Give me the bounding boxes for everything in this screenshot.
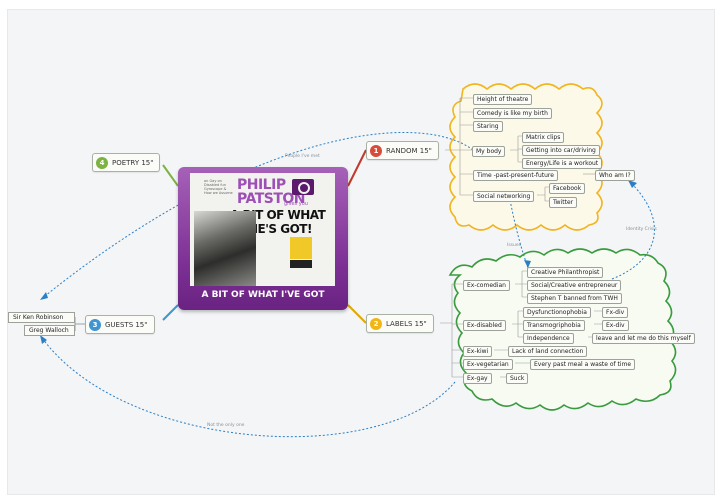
- labels-item-fx-div[interactable]: Fx-div: [602, 307, 629, 318]
- priority-4-icon: 4: [96, 156, 108, 169]
- labels-item-ex-comedian[interactable]: Ex-comedian: [463, 280, 510, 291]
- guest-item[interactable]: Sir Ken Robinson: [8, 312, 75, 323]
- labels-item-creative[interactable]: Creative Philanthropist: [527, 267, 604, 278]
- topic-poetry[interactable]: 4 POETRY 15": [92, 153, 161, 172]
- random-item-my-body[interactable]: My body: [472, 146, 506, 157]
- relationship-label-issues[interactable]: Issues: [507, 243, 521, 248]
- cover-photo: [194, 211, 256, 286]
- central-title: A BIT OF WHAT I'VE GOT: [201, 290, 325, 300]
- relationship-label-identity[interactable]: Identity Crisis: [626, 227, 657, 232]
- cover-name-line1: PHILIP: [237, 177, 286, 193]
- topic-labels[interactable]: 2 LABELS 15": [366, 314, 434, 333]
- labels-item-every[interactable]: Every past meal a waste of time: [530, 359, 636, 370]
- camera-icon: [292, 179, 314, 195]
- random-item-getting[interactable]: Getting into car/driving: [522, 145, 600, 156]
- labels-item-ex-veg[interactable]: Ex-vegetarian: [463, 359, 513, 370]
- cover-sticker-bar: [290, 260, 312, 268]
- priority-1-icon: 1: [370, 144, 382, 157]
- random-item-who[interactable]: Who am I?: [595, 170, 635, 181]
- priority-3-icon: 3: [89, 318, 101, 331]
- labels-item-leave[interactable]: leave and let me do this myself: [592, 333, 695, 344]
- central-topic[interactable]: on Gay on Disabled fun Gyroscope & How w…: [178, 167, 348, 310]
- random-item-staring[interactable]: Staring: [473, 121, 503, 132]
- relationship-label-not-only[interactable]: Not the only one: [207, 423, 245, 428]
- random-item-social[interactable]: Social networking: [473, 191, 535, 202]
- labels-item-suck[interactable]: Suck: [506, 373, 529, 384]
- labels-item-ex-gay[interactable]: Ex-gay: [463, 373, 492, 384]
- book-cover-image: on Gay on Disabled fun Gyroscope & How w…: [190, 173, 335, 286]
- random-boundary: [449, 83, 603, 231]
- labels-item-ex-div[interactable]: Ex-div: [602, 320, 629, 331]
- cover-gives: gives you: [284, 201, 308, 207]
- cover-big-line2: HE'S GOT!: [248, 222, 312, 236]
- random-item-comedy[interactable]: Comedy is like my birth: [473, 108, 552, 119]
- priority-2-icon: 2: [370, 317, 382, 330]
- labels-item-dysfunc[interactable]: Dysfunctionophobia: [523, 307, 591, 318]
- topic-guests-label: GUESTS 15": [105, 320, 148, 329]
- labels-item-ex-disabled[interactable]: Ex-disabled: [463, 320, 506, 331]
- random-item-facebook[interactable]: Facebook: [549, 183, 586, 194]
- labels-item-lack[interactable]: Lack of land connection: [508, 346, 588, 357]
- random-item-time[interactable]: Time -past-present-future: [473, 170, 558, 181]
- relationship-label-people[interactable]: People I've met: [285, 154, 320, 159]
- labels-item-stephen[interactable]: Stephen T banned from TWH: [527, 293, 622, 304]
- cover-tagline: on Gay on Disabled fun Gyroscope & How w…: [204, 179, 233, 195]
- topic-guests[interactable]: 3 GUESTS 15": [85, 315, 155, 334]
- labels-item-ex-kiwi[interactable]: Ex-kiwi: [463, 346, 493, 357]
- random-item-energy[interactable]: Energy/Life is a workout: [522, 158, 603, 169]
- topic-labels-label: LABELS 15": [386, 319, 427, 328]
- random-item-matrix[interactable]: Matrix clips: [522, 132, 565, 143]
- random-item-twitter[interactable]: Twitter: [549, 197, 578, 208]
- topic-poetry-label: POETRY 15": [112, 158, 154, 167]
- guest-item[interactable]: Greg Walloch: [24, 325, 75, 336]
- labels-item-social-ent[interactable]: Social/Creative entrepreneur: [527, 280, 622, 291]
- labels-item-independence[interactable]: Independence: [523, 333, 574, 344]
- labels-item-transmog[interactable]: Transmogriphobia: [523, 320, 585, 331]
- topic-random-label: RANDOM 15": [386, 146, 432, 155]
- topic-random[interactable]: 1 RANDOM 15": [366, 141, 439, 160]
- random-item-height[interactable]: Height of theatre: [473, 94, 533, 105]
- cover-name-line2: PATSTON: [237, 191, 306, 207]
- cover-sticker: [290, 237, 312, 259]
